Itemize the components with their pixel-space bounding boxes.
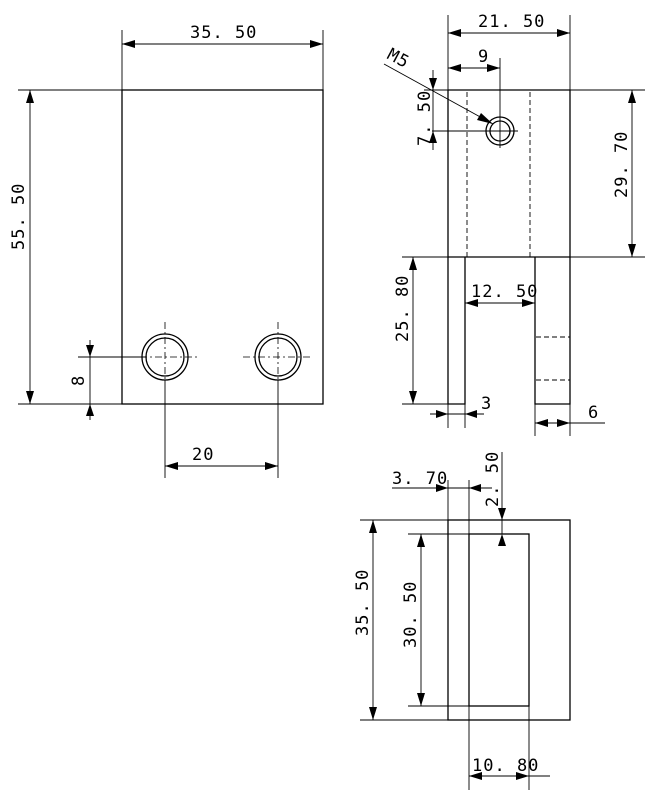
dim-front-width: 35. 50 — [121, 23, 324, 90]
dim-front-height: 55. 50 — [9, 89, 122, 405]
label-front-height: 55. 50 — [9, 183, 29, 250]
dim-top-height: 35. 50 — [353, 519, 448, 721]
dim-side-left-leg: 3 — [430, 394, 492, 428]
front-hole-right — [243, 322, 313, 382]
label-top-inner-height: 30. 50 — [401, 581, 421, 648]
dim-side-upper-height: 29. 70 — [570, 89, 645, 258]
dim-front-hole-height: 8 — [69, 340, 146, 420]
label-top-offset-x: 3. 70 — [392, 469, 448, 489]
side-view-slot-outline — [447, 257, 466, 405]
leader-thread: M5 — [384, 45, 494, 125]
label-top-inner-width: 10. 80 — [472, 756, 539, 776]
label-top-height: 35. 50 — [353, 569, 373, 636]
dim-top-inner-width: 10. 80 — [468, 706, 550, 790]
dim-top-offset-y: 2. 50 — [483, 451, 529, 546]
label-side-left-leg: 3 — [481, 394, 492, 414]
side-threaded-hole — [432, 58, 518, 148]
label-side-right-leg: 6 — [588, 403, 599, 423]
dim-side-width: 21. 50 — [447, 12, 571, 90]
dim-side-hole-offset: 9 — [448, 47, 500, 72]
front-hole-left — [140, 322, 200, 382]
label-side-slot-depth: 25. 80 — [393, 275, 413, 342]
dim-top-inner-height: 30. 50 — [401, 533, 469, 707]
label-front-hole-spacing: 20 — [192, 445, 214, 465]
side-view: 21. 50 9 M5 7. 50 — [384, 12, 645, 436]
label-side-width: 21. 50 — [478, 12, 545, 32]
dim-top-offset-x: 3. 70 — [392, 469, 492, 534]
label-side-slot-width: 12. 50 — [471, 282, 538, 302]
top-view-outline — [447, 519, 571, 721]
dim-side-slot-width: 12. 50 — [465, 282, 538, 307]
label-front-width: 35. 50 — [190, 23, 257, 43]
dim-front-hole-spacing: 20 — [164, 380, 279, 478]
label-top-offset-y: 2. 50 — [483, 451, 503, 507]
label-side-hole-offset: 9 — [478, 47, 489, 67]
label-side-upper-height: 29. 70 — [612, 131, 632, 198]
dim-side-right-leg: 6 — [534, 403, 605, 436]
front-view: 35. 50 55. 50 8 20 — [9, 23, 324, 478]
label-side-hole-height: 7. 50 — [415, 90, 435, 146]
front-view-outline — [121, 89, 324, 405]
label-front-hole-height: 8 — [69, 375, 89, 386]
label-thread: M5 — [384, 45, 413, 73]
dim-side-hole-height: 7. 50 — [415, 70, 448, 150]
top-view: 3. 70 2. 50 35. 50 30. 50 — [353, 451, 571, 790]
side-view-outline — [447, 89, 571, 258]
dim-side-slot-depth: 25. 80 — [393, 256, 448, 405]
top-view-inner-pocket — [468, 533, 530, 707]
